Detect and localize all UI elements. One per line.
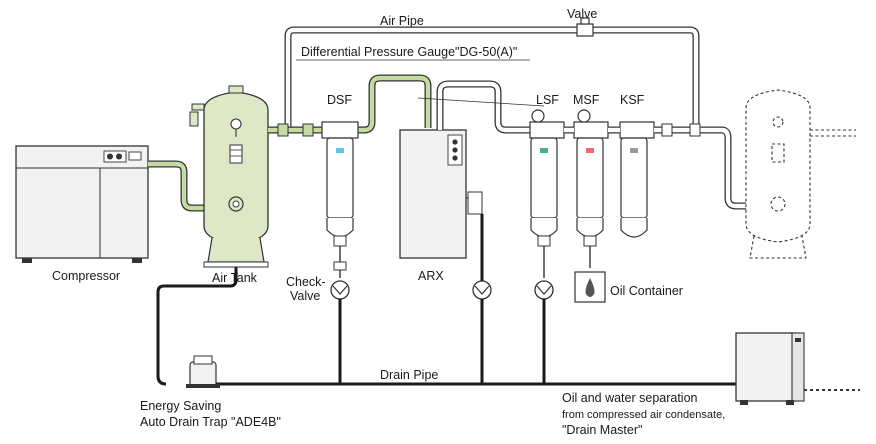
compressor-unit-icon — [15, 145, 149, 263]
check-valve-label: Check- — [286, 275, 326, 289]
trap-label-2: Auto Drain Trap "ADE4B" — [140, 415, 281, 429]
msf-label: MSF — [573, 93, 600, 107]
filter-msf-icon — [573, 109, 609, 268]
check-valve-icon — [534, 280, 554, 300]
air-pipe-loop — [284, 26, 700, 132]
arx-dryer-icon — [399, 80, 530, 259]
dsf-label: DSF — [327, 93, 352, 107]
compressor-label: Compressor — [52, 269, 120, 283]
oil-container-label: Oil Container — [610, 284, 683, 298]
air-tank-label: Air Tank — [212, 271, 258, 285]
downstream-tank-icon — [745, 89, 856, 259]
air-tank-icon — [189, 85, 269, 268]
drain-master-label-2: from compressed air condensate, — [562, 409, 725, 421]
check-valve-icon — [472, 280, 492, 300]
drain-pipe-label: Drain Pipe — [380, 368, 438, 382]
drain-master-label-3: "Drain Master" — [562, 423, 642, 437]
drain-master-unit-icon — [735, 332, 860, 405]
filter-ksf-icon — [619, 121, 655, 238]
valve-label: Valve — [567, 7, 597, 21]
air-pipe-label: Air Pipe — [380, 14, 424, 28]
drain-trap-icon — [186, 355, 220, 388]
ksf-label: KSF — [620, 93, 645, 107]
drain-master-label-1: Oil and water separation — [562, 391, 698, 405]
trap-label-1: Energy Saving — [140, 399, 221, 413]
lsf-label: LSF — [536, 93, 559, 107]
drain-pipe — [156, 214, 736, 386]
filter-dsf-icon — [321, 74, 432, 278]
gauge-label: Differential Pressure Gauge"DG-50(A)" — [301, 45, 517, 59]
filter-lsf-icon — [529, 109, 565, 278]
gauge-leader-line — [417, 97, 545, 107]
valve-icon — [576, 17, 594, 37]
check-valve-icon — [330, 280, 350, 300]
check-valve-label-2: Valve — [290, 289, 320, 303]
oil-container-icon — [574, 271, 606, 303]
arx-label: ARX — [418, 269, 444, 283]
